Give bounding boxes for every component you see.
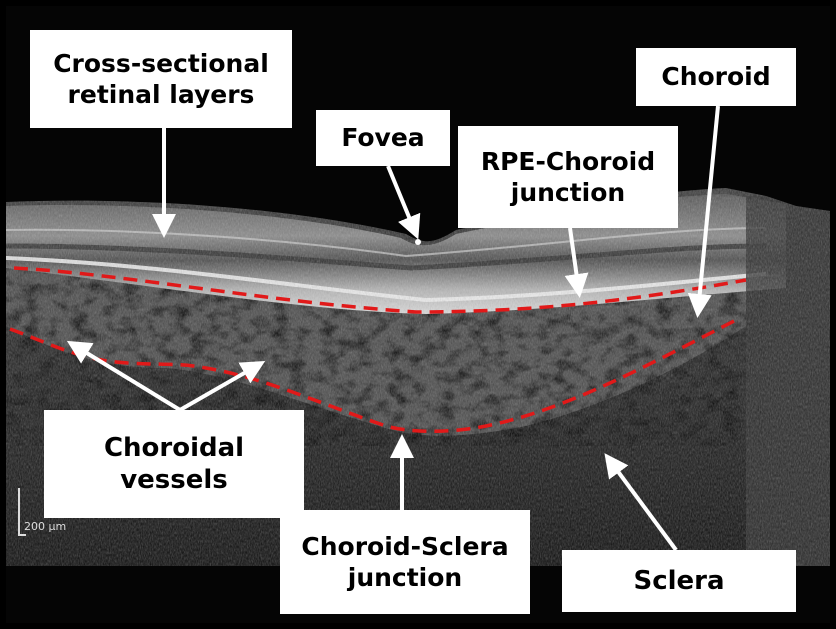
- label-choroidal-vessels: Choroidal vessels: [44, 410, 304, 518]
- label-choroid-sclera: Choroid-Sclera junction: [280, 510, 530, 614]
- oct-image-frame: 200 µm Cross-sectional retinal layers Fo…: [6, 6, 830, 623]
- label-sclera-text: Sclera: [633, 565, 724, 598]
- label-choroidal-vessels-text: Choroidal vessels: [104, 432, 244, 497]
- label-retinal-layers: Cross-sectional retinal layers: [30, 30, 292, 128]
- scale-bar-label: 200 µm: [24, 520, 66, 533]
- label-rpe-choroid-text: RPE-Choroid junction: [481, 146, 655, 209]
- label-choroid-sclera-text: Choroid-Sclera junction: [301, 531, 508, 594]
- fovea-spot: [415, 239, 421, 245]
- arrow-fovea: [388, 166, 416, 234]
- label-rpe-choroid: RPE-Choroid junction: [458, 126, 678, 228]
- label-fovea-text: Fovea: [341, 122, 424, 153]
- label-sclera: Sclera: [562, 550, 796, 612]
- label-retinal-layers-text: Cross-sectional retinal layers: [53, 48, 269, 111]
- label-choroid: Choroid: [636, 48, 796, 106]
- label-choroid-text: Choroid: [661, 61, 770, 92]
- label-fovea: Fovea: [316, 110, 450, 166]
